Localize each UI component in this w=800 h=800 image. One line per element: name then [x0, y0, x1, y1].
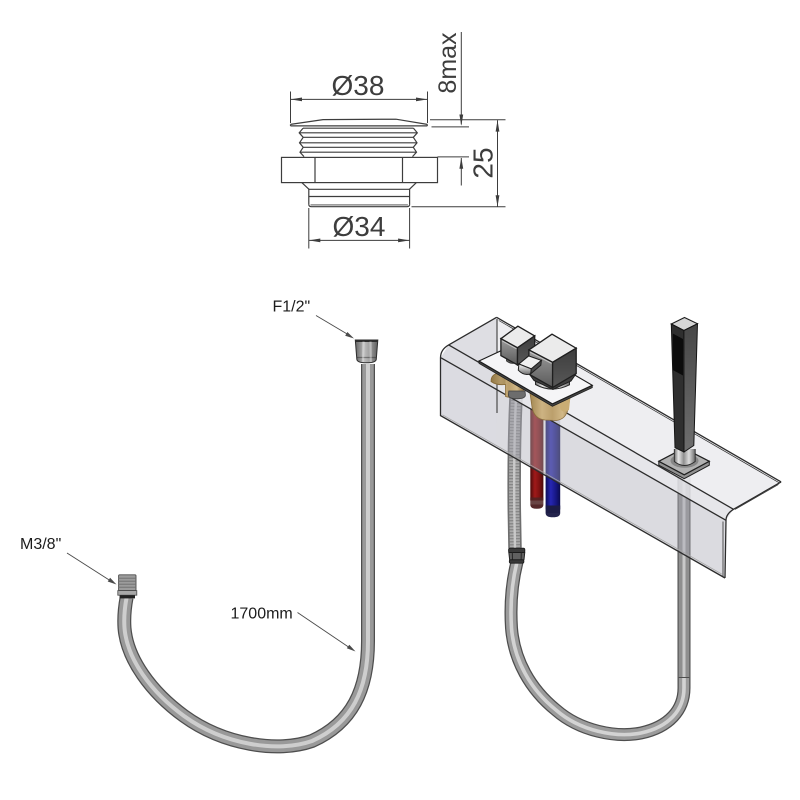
svg-text:8max: 8max — [434, 32, 462, 94]
svg-text:Ø34: Ø34 — [333, 211, 386, 242]
svg-text:1700mm: 1700mm — [231, 606, 293, 623]
svg-text:25: 25 — [468, 147, 499, 178]
svg-text:M3/8": M3/8" — [20, 536, 61, 553]
svg-text:F1/2": F1/2" — [273, 299, 311, 316]
svg-text:Ø38: Ø38 — [332, 70, 385, 101]
